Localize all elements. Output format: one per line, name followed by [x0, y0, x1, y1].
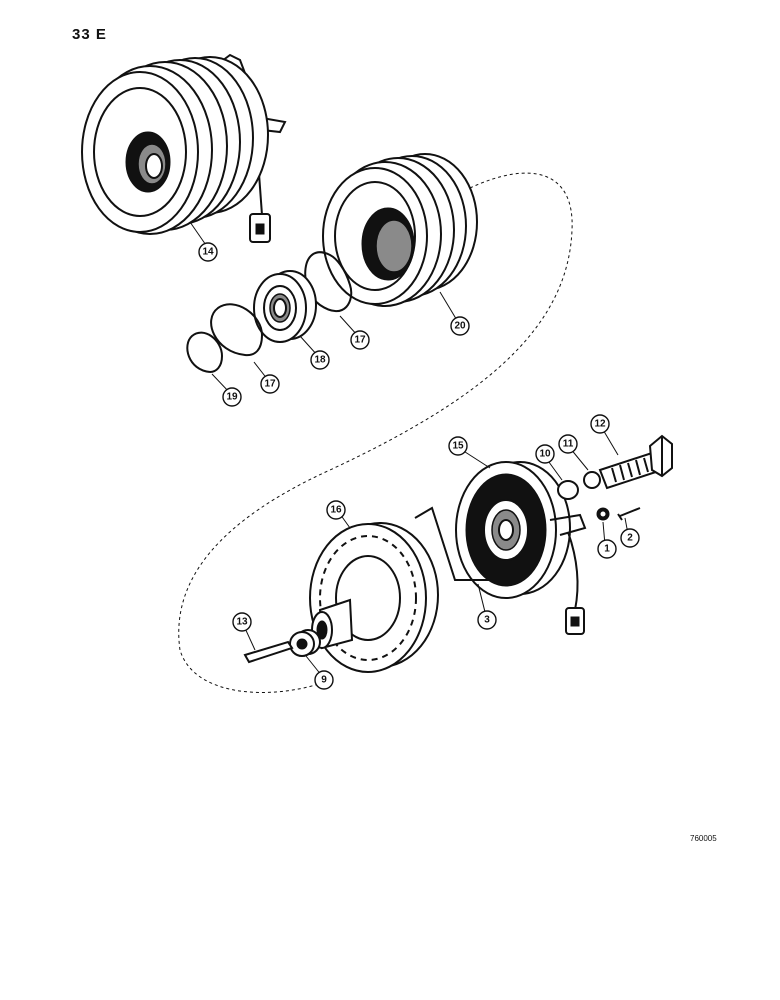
bearing [253, 270, 317, 343]
snap-ring-lower [210, 303, 264, 357]
nut [289, 629, 321, 657]
callout-15: 15 [448, 436, 468, 456]
svg-text:9: 9 [321, 675, 327, 686]
retaining-ring [186, 331, 224, 373]
washer-11 [583, 471, 601, 489]
callout-19: 19 [222, 387, 242, 407]
callout-13: 13 [232, 612, 252, 632]
page-code: 33 E [72, 26, 107, 43]
svg-text:17: 17 [264, 379, 276, 390]
callout-1: 1 [597, 539, 617, 559]
svg-text:20: 20 [454, 321, 466, 332]
drawing-number: 760005 [690, 834, 717, 843]
callout-12: 12 [590, 414, 610, 434]
callout-11: 11 [558, 434, 578, 454]
svg-text:1: 1 [604, 544, 610, 555]
callout-17-upper: 17 [350, 330, 370, 350]
snap-ring-upper [304, 251, 353, 313]
svg-text:15: 15 [452, 441, 464, 452]
svg-text:3: 3 [484, 615, 490, 626]
field-coil-assembly [81, 53, 287, 243]
callout-14: 14 [198, 242, 218, 262]
callout-16: 16 [326, 500, 346, 520]
callout-10: 10 [535, 444, 555, 464]
svg-text:16: 16 [330, 505, 342, 516]
svg-text:14: 14 [202, 247, 214, 258]
svg-text:10: 10 [539, 449, 551, 460]
svg-text:17: 17 [354, 335, 366, 346]
washer-10 [557, 480, 579, 500]
lead-wire-rod [414, 506, 495, 581]
pulley [322, 153, 478, 307]
rotor-assembly [455, 461, 587, 635]
assembly-loop-outline [178, 172, 573, 693]
svg-text:12: 12 [594, 419, 606, 430]
callout-18: 18 [310, 350, 330, 370]
callout-9: 9 [314, 670, 334, 690]
armature-hub [309, 522, 439, 673]
svg-text:18: 18 [314, 355, 326, 366]
svg-text:2: 2 [627, 533, 633, 544]
washer-1-hole [600, 511, 606, 517]
cotter-pin [617, 507, 641, 521]
shaft-key [243, 640, 294, 664]
svg-text:19: 19 [226, 392, 238, 403]
bolt [598, 434, 673, 490]
svg-text:11: 11 [563, 439, 574, 450]
callout-2: 2 [620, 528, 640, 548]
callout-3: 3 [477, 610, 497, 630]
callout-17-lower: 17 [260, 374, 280, 394]
callout-20: 20 [450, 316, 470, 336]
svg-text:13: 13 [236, 617, 248, 628]
